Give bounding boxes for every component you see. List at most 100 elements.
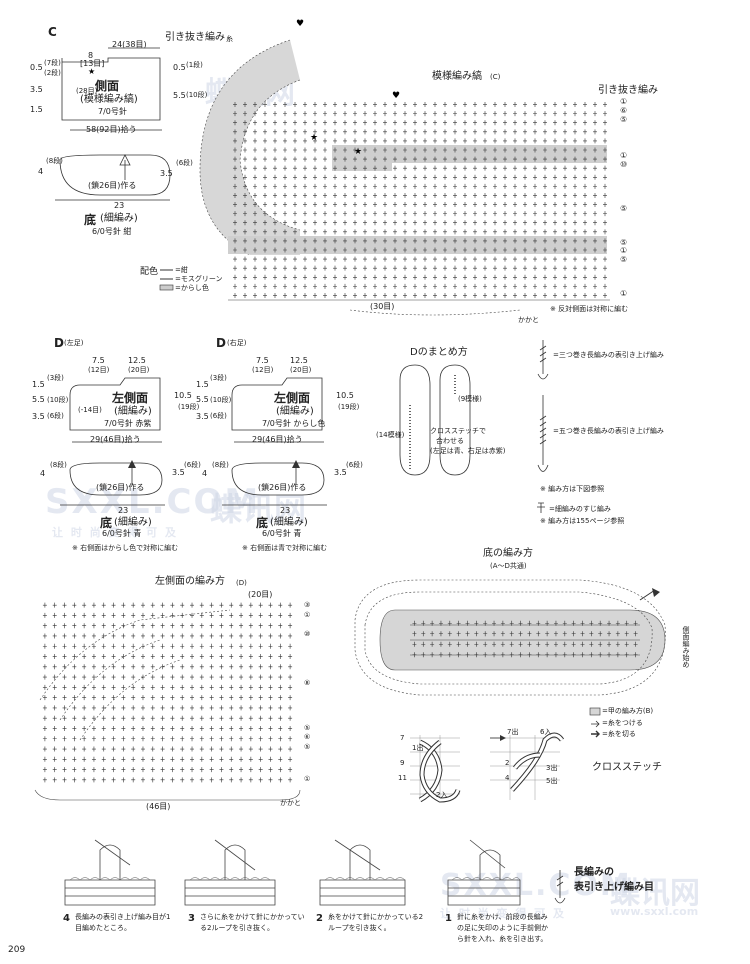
dl-sole-left-rows: (8段) [50, 461, 67, 469]
stitch-mark [453, 247, 457, 253]
stitch-mark [273, 229, 277, 235]
stitch-mark [563, 238, 567, 244]
stitch-mark [180, 643, 185, 649]
stitch-mark [273, 192, 277, 198]
stitch-mark [121, 654, 126, 660]
stitch-mark [111, 767, 116, 773]
stitch-mark [233, 238, 237, 244]
stitch-mark [229, 623, 234, 629]
stitch-mark [273, 147, 277, 153]
dr-sole-right: 3.5 [334, 468, 347, 477]
c-sole-sub: (細編み) [100, 213, 138, 224]
stitch-mark [513, 211, 517, 217]
stitch-mark [333, 229, 337, 235]
stitch-mark [140, 767, 145, 773]
stitch-mark [243, 238, 247, 244]
stitch-mark [52, 643, 57, 649]
stitch-mark [131, 612, 136, 618]
stitch-mark [493, 211, 497, 217]
stitch-mark [248, 623, 253, 629]
stitch-mark [243, 283, 247, 289]
stitch-mark [72, 746, 77, 752]
stitch-mark [343, 183, 347, 189]
assembly-note-3: (左足は青、右足は赤紫) [430, 447, 506, 455]
stitch-mark [571, 620, 576, 626]
stitch-mark [536, 641, 541, 647]
stitch-mark [553, 156, 557, 162]
dl-sole-right: 3.5 [172, 468, 185, 477]
dl-sole-width: 23 [118, 506, 129, 515]
stitch-mark [583, 211, 587, 217]
stitch-mark [373, 102, 377, 108]
stitch-mark [229, 736, 234, 742]
stitch-mark [423, 274, 427, 280]
stitch-mark [393, 211, 397, 217]
stitch-mark [293, 211, 297, 217]
stitch-mark [353, 202, 357, 208]
stitch-mark [403, 229, 407, 235]
stitch-mark [403, 147, 407, 153]
stitch-mark [453, 156, 457, 162]
stitch-mark [288, 736, 293, 742]
stitch-mark [433, 220, 437, 226]
stitch-mark [624, 652, 629, 658]
stitch-mark [633, 641, 638, 647]
pattern-c-bottom-count: (30目) [370, 302, 395, 311]
stitch-mark [423, 129, 427, 135]
stitch-mark [563, 102, 567, 108]
stitch-mark [603, 129, 607, 135]
stitch-mark [393, 192, 397, 198]
stitch-mark [72, 756, 77, 762]
stitch-mark [615, 641, 620, 647]
stitch-mark [101, 602, 106, 608]
stitch-mark [463, 192, 467, 198]
stitch-mark [278, 777, 283, 783]
stitch-mark [288, 777, 293, 783]
stitch-mark [101, 643, 106, 649]
c-sole-right: 3.5 [160, 169, 173, 178]
stitch-mark [393, 274, 397, 280]
stitch-mark [430, 631, 435, 637]
stitch-mark [421, 641, 426, 647]
stitch-mark [593, 211, 597, 217]
stitch-mark [239, 725, 244, 731]
stitch-mark [219, 705, 224, 711]
stitch-mark [373, 120, 377, 126]
stitch-mark [433, 102, 437, 108]
stitch-mark [199, 633, 204, 639]
stitch-mark [233, 129, 237, 135]
stitch-mark [199, 664, 204, 670]
stitch-mark [229, 725, 234, 731]
stitch-mark [383, 156, 387, 162]
stitch-mark [209, 756, 214, 762]
stitch-mark [383, 238, 387, 244]
stitch-mark [363, 129, 367, 135]
stitch-mark [160, 777, 165, 783]
stitch-mark [91, 725, 96, 731]
stitch-mark [111, 674, 116, 680]
c-sole-title: 底 [84, 213, 97, 227]
stitch-mark [383, 147, 387, 153]
stitch-mark [443, 256, 447, 262]
stitch-mark [573, 229, 577, 235]
stitch-mark [403, 120, 407, 126]
stitch-mark [593, 156, 597, 162]
stitch-mark [383, 247, 387, 253]
stitch-mark [263, 265, 267, 271]
stitch-mark [209, 633, 214, 639]
stitch-mark [533, 220, 537, 226]
stitch-mark [82, 746, 87, 752]
stitch-mark [101, 725, 106, 731]
stitch-mark [288, 664, 293, 670]
stitch-mark [463, 147, 467, 153]
stitch-mark [323, 192, 327, 198]
stitch-mark [503, 147, 507, 153]
stitch-mark [603, 192, 607, 198]
stitch-mark [423, 102, 427, 108]
stitch-mark [52, 623, 57, 629]
stitch-mark [383, 138, 387, 144]
stitch-mark [82, 736, 87, 742]
stitch-mark [533, 274, 537, 280]
stitch-mark [583, 156, 587, 162]
stitch-mark [453, 102, 457, 108]
